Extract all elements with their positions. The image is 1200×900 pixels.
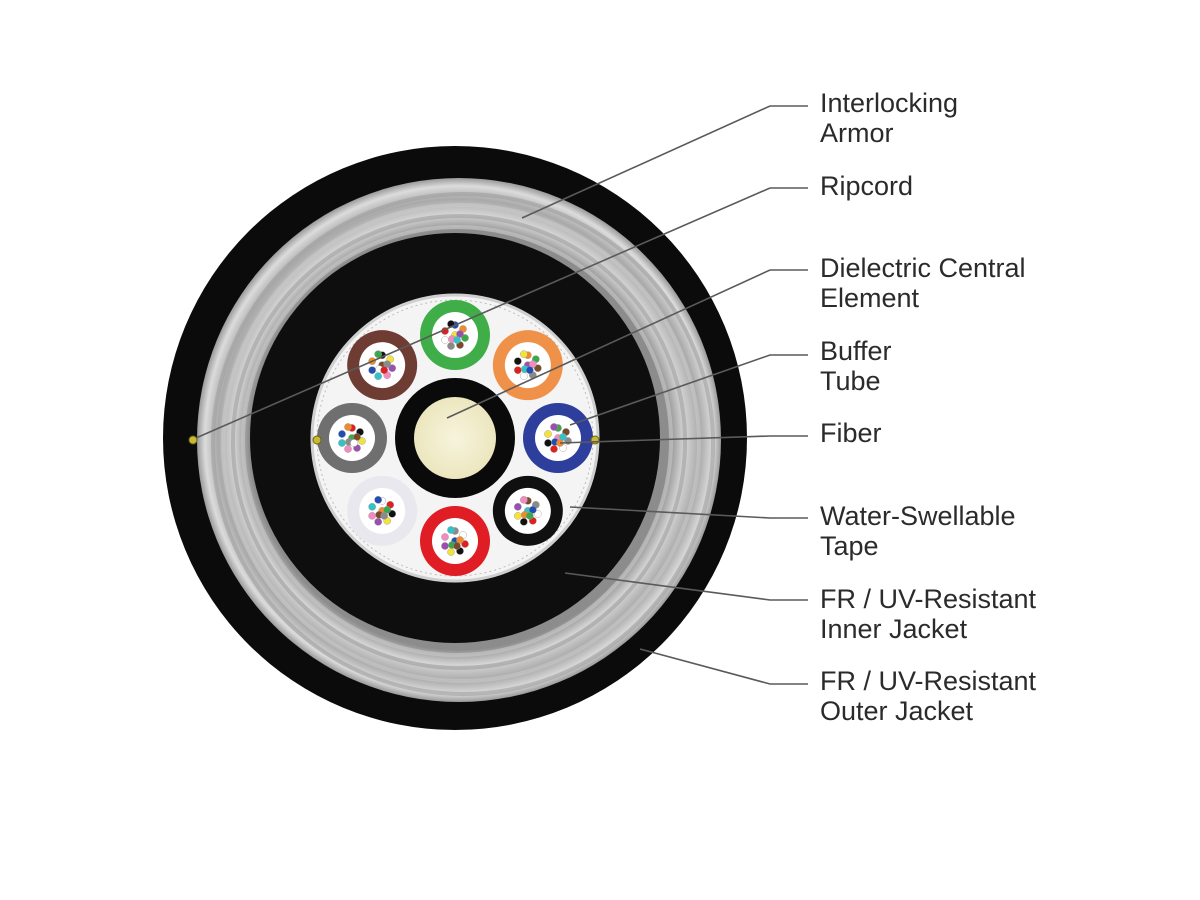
label-ripcord-line: Ripcord	[820, 171, 914, 201]
fiber	[520, 350, 528, 358]
buffer-tube-slate	[317, 403, 387, 473]
armor-ridge	[211, 192, 715, 696]
label-fiber: Fiber	[820, 418, 882, 448]
fiber	[534, 364, 542, 372]
fiber	[441, 533, 449, 541]
fiber	[441, 542, 449, 550]
leader-line-outer-jacket	[639, 648, 808, 685]
fiber	[529, 360, 537, 368]
armor-ridge	[221, 203, 701, 683]
leader-line-water-swellable-tape	[569, 506, 808, 519]
fiber	[374, 496, 382, 504]
fiber	[441, 336, 449, 344]
fiber	[550, 445, 558, 453]
label-interlocking-armor-line: Armor	[820, 118, 894, 148]
fiber	[368, 503, 376, 511]
label-dielectric-central-element-line: Element	[820, 283, 920, 313]
fiber	[520, 372, 528, 380]
fiber	[456, 536, 464, 544]
fiber	[380, 512, 388, 520]
fiber	[529, 506, 537, 514]
fiber	[358, 437, 366, 445]
fiber	[447, 342, 455, 350]
buffer-tube-orange	[492, 330, 563, 401]
fiber	[514, 366, 522, 374]
fiber	[374, 372, 382, 380]
fiber	[344, 445, 352, 453]
fiber	[380, 366, 388, 374]
fiber	[388, 364, 396, 372]
label-outer-jacket-line: FR / UV-Resistant	[820, 666, 1037, 696]
label-buffer-tube-line: Tube	[820, 366, 881, 396]
leader-line-buffer-tube	[569, 354, 808, 426]
fiber	[544, 430, 552, 438]
fiber	[447, 526, 455, 534]
label-buffer-tube-line: Buffer	[820, 336, 892, 366]
fiber	[534, 510, 542, 518]
buffer-tube-white	[347, 475, 418, 546]
dielectric-central-element	[414, 397, 496, 479]
fiber	[514, 503, 522, 511]
leader-line-ripcord	[195, 187, 808, 439]
fiber	[453, 542, 461, 550]
leader-line-inner-jacket	[564, 572, 808, 601]
fiber	[374, 350, 382, 358]
buffer-tube-red	[420, 506, 490, 576]
label-dielectric-central-element-line: Dielectric Central	[820, 253, 1026, 283]
label-water-swellable-tape-line: Tape	[820, 531, 879, 561]
fiber	[374, 518, 382, 526]
buffer-tube-blue	[523, 403, 593, 473]
label-ripcord: Ripcord	[820, 171, 913, 201]
fiber	[453, 336, 461, 344]
fiber	[447, 548, 455, 556]
fiber	[344, 423, 352, 431]
fiber	[550, 423, 558, 431]
ripcord	[188, 435, 198, 445]
fiber	[526, 512, 534, 520]
ripcord	[590, 435, 600, 445]
fiber	[514, 357, 522, 365]
buffer-tube-brown	[347, 330, 418, 401]
fiber	[338, 430, 346, 438]
fiber	[559, 433, 567, 441]
fiber	[350, 439, 358, 447]
fiber	[353, 433, 361, 441]
leader-line-dielectric-central-element	[446, 269, 808, 419]
fiber	[461, 540, 469, 548]
fiber	[368, 366, 376, 374]
fiber	[388, 510, 396, 518]
fiber	[520, 496, 528, 504]
leader-line-fiber	[559, 435, 808, 444]
fiber	[520, 518, 528, 526]
buffer-tube-black	[492, 475, 563, 546]
label-outer-jacket-line: Outer Jacket	[820, 696, 974, 726]
fiber	[526, 366, 534, 374]
fiber	[461, 334, 469, 342]
fiber	[383, 506, 391, 514]
armor-ridge	[231, 214, 687, 670]
fiber	[456, 330, 464, 338]
fiber	[338, 439, 346, 447]
label-inner-jacket-line: FR / UV-Resistant	[820, 584, 1037, 614]
label-interlocking-armor-line: Interlocking	[820, 88, 959, 118]
fiber	[514, 512, 522, 520]
label-water-swellable-tape-line: Water-Swellable	[820, 501, 1016, 531]
ripcord	[312, 435, 322, 445]
armor-ridge	[241, 225, 673, 657]
label-fiber-line: Fiber	[820, 418, 882, 448]
leader-line-interlocking-armor	[521, 105, 808, 219]
fiber	[368, 512, 376, 520]
fiber	[544, 439, 552, 447]
fiber	[383, 360, 391, 368]
label-inner-jacket-line: Inner Jacket	[820, 614, 968, 644]
